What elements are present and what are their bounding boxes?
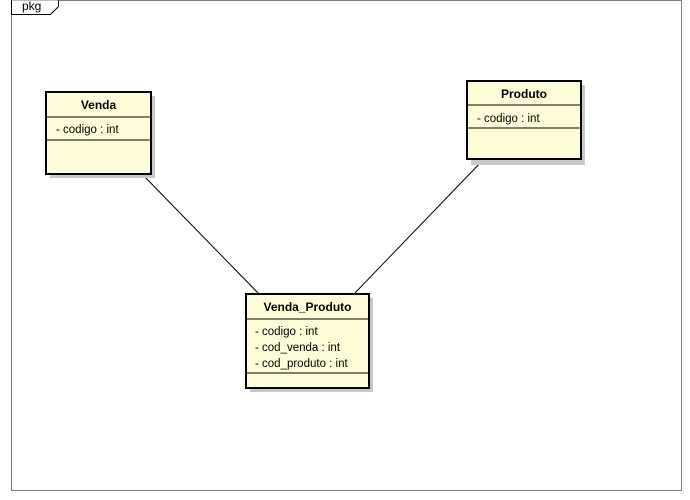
class-name: Produto — [501, 87, 547, 101]
class-venda[interactable]: Venda - codigo : int — [45, 91, 155, 178]
package-label: pkg — [22, 0, 41, 13]
package-tab — [11, 0, 59, 15]
association-produto-venda-produto — [353, 158, 485, 295]
class-box — [466, 80, 582, 160]
class-attribute: - codigo : int — [255, 326, 318, 338]
package-frame — [11, 0, 682, 491]
class-box — [45, 91, 152, 175]
class-attribute: - codigo : int — [477, 113, 540, 125]
class-attribute: - codigo : int — [56, 124, 119, 136]
class-attribute: - cod_venda : int — [255, 342, 341, 354]
class-attribute: - cod_produto : int — [255, 358, 349, 370]
class-produto[interactable]: Produto - codigo : int — [466, 80, 585, 165]
class-box — [245, 293, 370, 389]
association-venda-venda-produto — [140, 172, 260, 295]
class-name: Venda_Produto — [263, 300, 351, 314]
class-venda-produto[interactable]: Venda_Produto - codigo : int - cod_venda… — [245, 293, 373, 392]
class-name: Venda — [81, 98, 117, 112]
